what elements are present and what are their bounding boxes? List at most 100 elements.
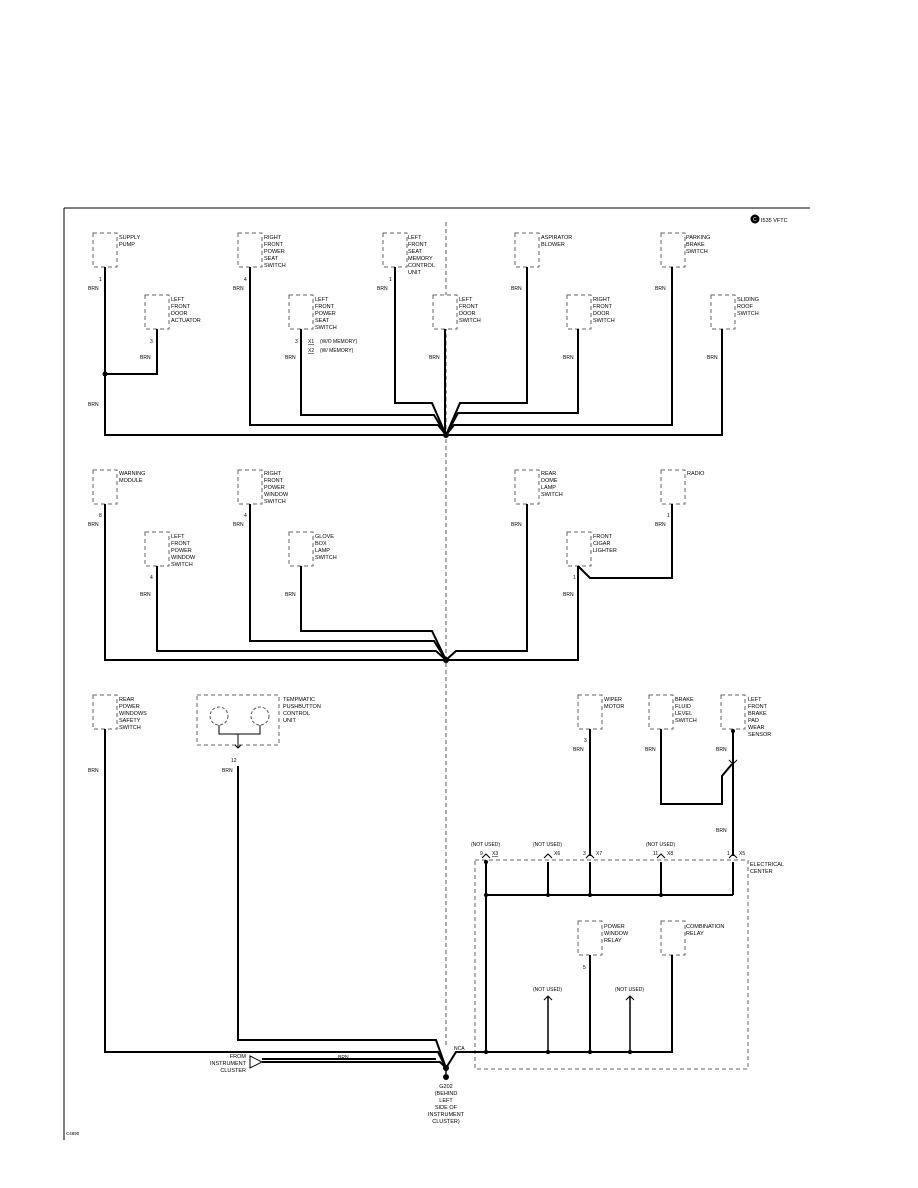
connector-icon [728, 853, 738, 859]
wire-rear-power-windows-safety-switch [104, 729, 447, 1069]
rear-dome-lamp-switch-box [514, 469, 540, 505]
wire-from-instrument-cluster [262, 1061, 447, 1069]
badge-icon [750, 214, 760, 224]
brn-label: BRN [655, 522, 666, 528]
pin-power-window-relay: 5 [583, 965, 586, 971]
left-front-brake-pad-wear-sensor-box [720, 694, 746, 730]
connector-x5: X5 [739, 851, 745, 857]
splice-dot [102, 371, 108, 377]
brn-label: BRN [573, 747, 584, 753]
pin-wiper-motor: 3 [584, 738, 587, 744]
glove-box-lamp-switch-box [288, 531, 314, 567]
splice-dot [731, 729, 735, 733]
pin-right-front-power-window-switch: 4 [244, 513, 247, 519]
brn-label: BRN [88, 286, 99, 292]
brn-label: BRN [716, 747, 727, 753]
connector-icon [728, 759, 738, 765]
lamp-icon [250, 706, 270, 726]
connector-x7: X7 [596, 851, 602, 857]
pin-warning-module: 8 [99, 513, 102, 519]
badge-text: I535 VFTC [761, 218, 788, 224]
connector-x2: X2 [308, 348, 314, 354]
connector-x1: X1 [308, 339, 314, 345]
brn-label: BRN [88, 522, 99, 528]
brn-label: BRN [563, 355, 574, 361]
electrical-center-box [474, 859, 749, 1070]
brn-label: BRN [233, 286, 244, 292]
wire-glove-box-lamp-switch [300, 566, 447, 661]
connector-x8: X8 [667, 851, 673, 857]
left-front-seat-memory-control-unit-box [382, 232, 408, 268]
rear-power-windows-safety-switch-box [92, 694, 118, 730]
brn-label: BRN [716, 828, 727, 834]
note-not-used: (NOT USED) [615, 987, 644, 993]
connector-icon [585, 853, 595, 859]
splice-dot-center-2 [443, 657, 449, 663]
wire-right-front-power-window-switch [249, 504, 447, 661]
pin-left-front-door-actuator: 3 [150, 339, 153, 345]
note-w-o-memory: (W/O MEMORY) [320, 339, 357, 345]
pin-ec-9: 9 [480, 851, 483, 857]
brn-label: BRN [140, 592, 151, 598]
pin-ec-3: 3 [583, 851, 586, 857]
wire-tempmatic-control-unit [237, 766, 447, 1069]
brn-label: BRN [707, 355, 718, 361]
wire-parking-brake-switch [445, 267, 673, 436]
connector-icon [543, 995, 553, 1001]
combination-relay-box [660, 920, 686, 956]
brn-label: BRN [233, 522, 244, 528]
ground-icon [443, 1074, 449, 1080]
left-front-power-seat-switch-box [288, 294, 314, 330]
arrow-icon [249, 1055, 264, 1069]
connector-x3: X3 [492, 851, 498, 857]
lamp-icon [209, 706, 229, 726]
right-front-power-window-switch-box [237, 469, 263, 505]
connector-icon [656, 853, 666, 859]
wire-left-front-power-window-switch [156, 566, 447, 661]
pin-tempmatic: 12 [231, 758, 237, 764]
connector-icon [625, 995, 635, 1001]
wire-sliding-roof-switch [446, 329, 723, 436]
brn-label: BRN [645, 747, 656, 753]
wire-right-front-door-switch [445, 329, 579, 436]
wire-radio [577, 504, 673, 579]
wire-nca-bus [445, 955, 673, 1069]
pin-front-cigar-lighter: 1 [573, 575, 576, 581]
wire-left-front-power-seat-switch [300, 329, 447, 436]
connector-x6: X6 [554, 851, 560, 857]
connector-icon [481, 853, 491, 859]
wire-front-cigar-lighter [446, 566, 579, 661]
brake-fluid-level-switch-box [648, 694, 674, 730]
warning-module-box [92, 469, 118, 505]
wire-left-front-door-actuator [105, 329, 158, 375]
brn-label: BRN [377, 286, 388, 292]
pin-seat-memory-control-unit: 1 [389, 277, 392, 283]
wire-aspirator-blower [445, 267, 528, 436]
brn-label: BRN [222, 768, 233, 774]
note-not-used: (NOT USED) [646, 842, 675, 848]
brn-label: BRN [429, 355, 440, 361]
brn-label: BRN [285, 355, 296, 361]
right-front-door-switch-box [566, 294, 592, 330]
wire-warning-module [104, 504, 446, 661]
radio-box [660, 469, 686, 505]
brn-label: BRN [88, 768, 99, 774]
front-cigar-lighter-box [566, 531, 592, 567]
